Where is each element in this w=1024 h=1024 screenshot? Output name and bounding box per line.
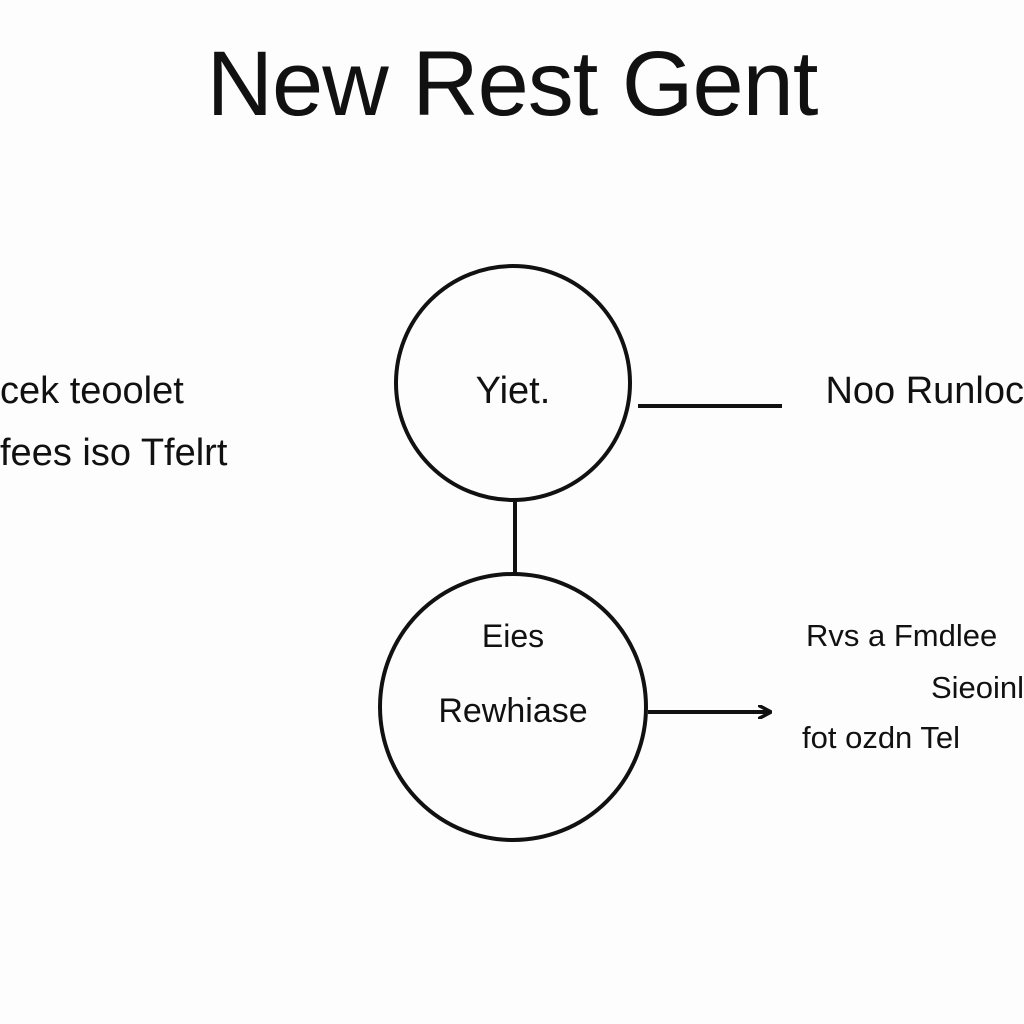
diagram-title: New Rest Gent: [206, 33, 819, 135]
right-top-label: Noo Runloc: [825, 370, 1024, 412]
left-label-1: cek teoolet: [0, 370, 184, 412]
top-node-label: Yiet.: [475, 370, 551, 412]
right-bottom-label-2: Sieoinl: [930, 670, 1024, 705]
bottom-node-label-line2: Rewhiase: [438, 692, 588, 730]
right-bottom-label-3: fot ozdn Tel: [802, 720, 960, 755]
left-label-2: fees iso Tfelrt: [0, 432, 228, 474]
right-bottom-label-1: Rvs a Fmdlee: [806, 618, 998, 653]
bottom-node-label-line1: Eies: [481, 618, 545, 654]
